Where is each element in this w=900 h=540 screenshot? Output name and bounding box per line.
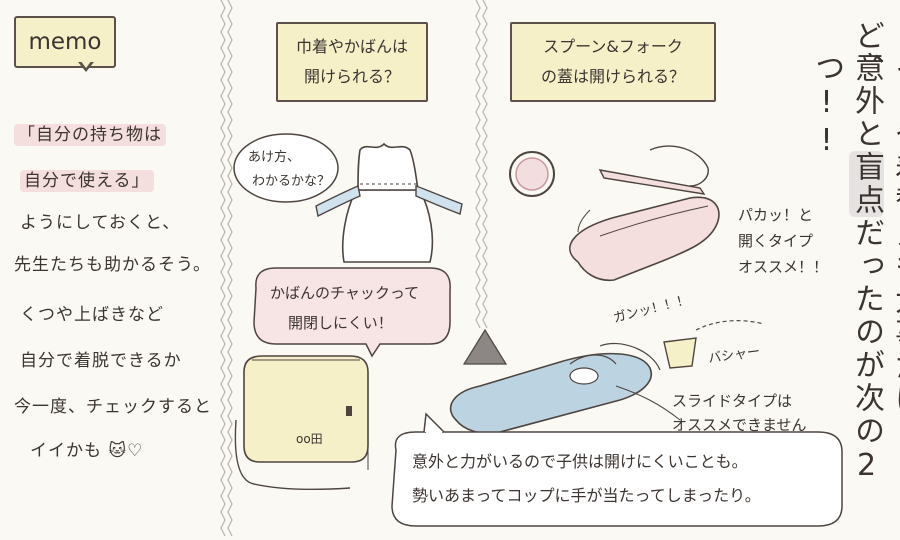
- note1-line3: オススメ！！: [738, 258, 829, 276]
- vertical-headline-col2: 意外と盲点だったのが次の2つ!!: [806, 52, 886, 522]
- speech-bubble-2: [253, 267, 451, 358]
- vertical-col2-c: だったのが次の2つ!!: [809, 52, 884, 486]
- cup-illustration: [663, 320, 765, 369]
- memo-label: memo: [14, 16, 116, 68]
- drawstring-pouch: [315, 142, 463, 263]
- bottom-line2: 勢いあまってコップに手が当たってしまったり。: [412, 486, 761, 505]
- note2-line2: オススメできません: [672, 416, 807, 434]
- speech-bubble-1: [233, 133, 339, 203]
- pink-case: [569, 145, 720, 282]
- panel2-title-box: 巾着やかばんは 開けられる？: [276, 22, 428, 102]
- vertical-headline-col1: トイレや着替えも大事だけど、: [849, 20, 900, 416]
- memo-line-2: 自分で使える」: [20, 166, 154, 192]
- memo-line-4: 先生たちも助かるそう。: [14, 255, 211, 275]
- bubble2-line1: かばんのチャックって: [270, 284, 420, 302]
- panel2-title-line2: 開けられる？: [303, 67, 400, 86]
- vertical-col2-a: 意外と: [849, 52, 884, 151]
- note2-line1: スライドタイプは: [672, 392, 793, 410]
- triangle-mark: [462, 328, 508, 365]
- memo-label-tail: [78, 60, 94, 72]
- panel3-title-line1: スプーン&フォーク: [543, 37, 683, 56]
- bubble1-line2: わかるかな？: [252, 174, 331, 189]
- circle-mark: [509, 151, 555, 197]
- bottom-line1: 意外と力がいるので子供は開けにくいことも。: [412, 452, 748, 471]
- bubble1-line1: あけ方、: [248, 150, 301, 165]
- panel2-title-line1: 巾着やかばんは: [295, 37, 408, 56]
- bottom-speech-bubble: [391, 431, 843, 527]
- vertical-col2-highlight: 盲点: [849, 151, 884, 217]
- memo-line-7: 今一度、チェックすると: [14, 397, 212, 417]
- blue-case: [449, 342, 681, 435]
- bag-tag: oo田: [296, 432, 323, 446]
- memo-line-1: 「自分の持ち物は: [14, 120, 166, 146]
- note1-line2: 開くタイプ: [738, 232, 814, 250]
- note1-line1: パカッ！と: [738, 206, 814, 224]
- panel3-title-box: スプーン&フォーク の蓋は開けられる？: [510, 22, 716, 102]
- bag-illustration: [234, 355, 369, 491]
- memo-line-3: ようにしておくと、: [20, 213, 181, 233]
- memo-line-6: 自分で着脱できるか: [20, 351, 182, 371]
- panel-divider-left: [220, 0, 233, 537]
- panel3-title-line2: の蓋は開けられる？: [540, 67, 685, 86]
- bubble2-line2: 開閉しにくい！: [288, 314, 393, 332]
- panel-divider-mid: [475, 0, 488, 329]
- memo-line-5: くつや上ばきなど: [20, 305, 164, 325]
- memo-line-8: イイかも 🐱♡: [30, 441, 144, 461]
